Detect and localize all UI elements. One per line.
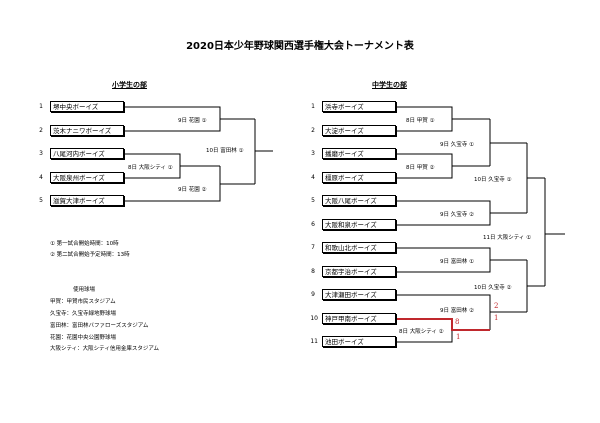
team-number: 4 <box>39 174 43 181</box>
team-number: 1 <box>311 103 315 110</box>
score: 1 <box>494 314 499 322</box>
team-number: 3 <box>39 150 43 157</box>
team-number: 10 <box>310 315 318 322</box>
match-label: 10日 久宝寺 ② <box>474 285 512 291</box>
team-number: 11 <box>310 338 318 345</box>
team-number: 7 <box>311 244 315 251</box>
team-box: 堺中央ボーイズ <box>50 101 124 112</box>
score: 2 <box>494 302 499 310</box>
match-label: 9日 久宝寺 ② <box>440 212 474 218</box>
team-number: 9 <box>311 291 315 298</box>
team-number: 3 <box>311 150 315 157</box>
venues-heading: 使用球場 <box>73 287 96 293</box>
team-number: 2 <box>39 127 43 134</box>
team-number: 5 <box>39 197 43 204</box>
team-box: 播磨ボーイズ <box>322 148 396 159</box>
match-label: 10日 富田林 ① <box>206 148 244 154</box>
team-box: 神戸甲南ボーイズ <box>322 313 396 324</box>
match-label: 9日 久宝寺 ① <box>440 142 474 148</box>
note: ② 第二試合開始予定時間：13時 <box>50 252 130 258</box>
team-number: 8 <box>311 268 315 275</box>
match-label: 8日 甲賀 ② <box>406 165 435 171</box>
team-box: 大阪泉州ボーイズ <box>50 172 124 183</box>
venue-item: 大阪シティ：大阪シティ信用金庫スタジアム <box>50 346 159 352</box>
venue-item: 花園：花園中央公園野球場 <box>50 335 117 341</box>
team-box: 大淀ボーイズ <box>322 125 396 136</box>
match-label: 10日 久宝寺 ① <box>474 177 512 183</box>
team-box: 大阪八尾ボーイズ <box>322 195 396 206</box>
winner-path <box>397 318 490 331</box>
match-label: 9日 花園 ① <box>178 118 207 124</box>
team-number: 6 <box>311 221 315 228</box>
match-label: 9日 花園 ② <box>178 187 207 193</box>
score: 8 <box>455 318 460 326</box>
team-box: 滋賀大津ボーイズ <box>50 195 124 206</box>
match-label: 11日 大阪シティ ① <box>483 235 532 241</box>
venue-item: 甲賀：甲賀市民スタジアム <box>50 299 116 305</box>
team-number: 5 <box>311 197 315 204</box>
match-label: 8日 大阪シティ ② <box>399 329 444 335</box>
match-label: 8日 甲賀 ① <box>406 118 435 124</box>
team-box: 浜寺ボーイズ <box>322 101 396 112</box>
team-box: 池田ボーイズ <box>322 336 396 347</box>
team-box: 和歌山北ボーイズ <box>322 242 396 253</box>
team-number: 1 <box>39 103 43 110</box>
junior-heading: 中学生の部 <box>372 81 407 89</box>
note: ① 第一試合開始時間：10時 <box>50 241 119 247</box>
match-label: 8日 大阪シティ ① <box>128 165 173 171</box>
team-box: 茨木ナニワボーイズ <box>50 125 124 136</box>
score: 1 <box>456 333 461 341</box>
team-number: 2 <box>311 127 315 134</box>
venue-item: 久宝寺：久宝寺緑地野球場 <box>50 311 117 317</box>
elementary-heading: 小学生の部 <box>112 81 147 89</box>
match-label: 9日 富田林 ② <box>440 308 474 314</box>
page-title: 2020日本少年野球関西選手権大会トーナメント表 <box>186 41 414 52</box>
team-number: 4 <box>311 174 315 181</box>
team-box: 橿原ボーイズ <box>322 172 396 183</box>
team-box: 八尾河内ボーイズ <box>50 148 124 159</box>
team-box: 大阪和泉ボーイズ <box>322 219 396 230</box>
team-box: 大津瀬田ボーイズ <box>322 289 396 300</box>
team-box: 京都宇治ボーイズ <box>322 266 396 277</box>
venue-item: 富田林：富田林バファローズスタジアム <box>50 323 149 329</box>
match-label: 9日 富田林 ① <box>440 259 474 265</box>
